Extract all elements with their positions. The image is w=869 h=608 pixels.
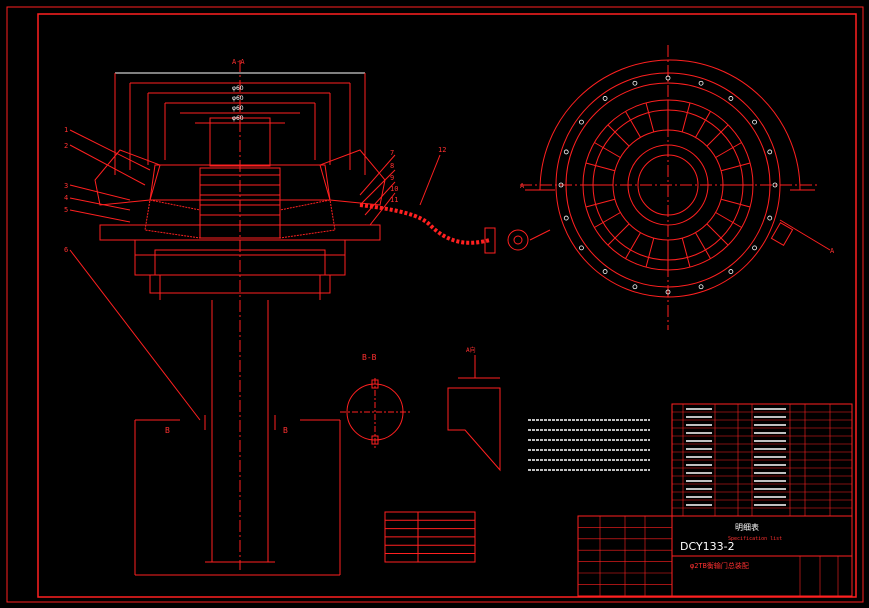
balloon-1: 1: [64, 126, 68, 134]
section-aa-label: A-A: [232, 58, 245, 66]
balloon-4: 4: [64, 194, 68, 202]
section-mark-b-right: B: [283, 426, 288, 435]
spoke-line: [715, 142, 742, 158]
bolt-hole: [602, 96, 608, 101]
balloon-12: 12: [438, 146, 446, 154]
drawing-title: φ2TB衡输门总装配: [690, 561, 749, 570]
dim-label-2: φ60: [232, 95, 244, 102]
spoke-line: [645, 237, 655, 268]
bolt-hole: [767, 149, 773, 155]
technical-notes: [528, 419, 650, 471]
bolt-hole: [665, 289, 671, 295]
balloon-11: 11: [390, 196, 398, 204]
spoke-line: [585, 198, 616, 208]
bolt-hole: [579, 119, 584, 125]
bolt-hole: [752, 119, 757, 125]
section-mark-a-left: A: [520, 182, 525, 190]
bom-title: 明细表: [735, 522, 759, 532]
balloon-2: 2: [64, 142, 68, 150]
spoke-line: [681, 237, 691, 268]
spoke-line: [594, 142, 621, 158]
balloon-8: 8: [390, 162, 394, 170]
section-mark-b-left: B: [165, 426, 170, 435]
drawing-number: DCY133-2: [680, 540, 735, 553]
bolt-hole: [728, 269, 734, 274]
bolt-hole: [752, 245, 757, 251]
balloon-3: 3: [64, 182, 68, 190]
main-section-view: [69, 60, 551, 576]
bolt-hole: [602, 269, 608, 274]
balloon-7: 7: [390, 149, 394, 157]
spoke-line: [695, 111, 711, 138]
spoke-line: [594, 212, 621, 228]
balloon-5: 5: [64, 206, 68, 214]
bolt-hole: [767, 215, 773, 221]
spoke-line: [625, 111, 641, 138]
spoke-line: [715, 212, 742, 228]
spoke-line: [681, 102, 691, 133]
plan-view: [520, 45, 831, 330]
bolt-hole: [579, 245, 584, 251]
spoke-line: [645, 102, 655, 133]
title-block: [577, 515, 853, 597]
sheet-inner-border: [37, 13, 857, 598]
bolt-hole: [632, 80, 638, 86]
plan-view-spokes: [583, 100, 753, 270]
bolt-hole: [558, 182, 564, 188]
dim-label-1: φ60: [232, 85, 244, 92]
balloon-6: 6: [64, 246, 68, 254]
sheet-outer-border: [6, 6, 864, 603]
bolt-hole: [698, 80, 704, 86]
parameter-table: [384, 511, 476, 563]
spoke-line: [720, 162, 751, 172]
spoke-line: [720, 198, 751, 208]
bom-subtitle: Specification list: [728, 536, 782, 542]
section-bb-title: B-B: [362, 353, 377, 362]
view-direction-label: A向: [466, 346, 476, 354]
spoke-line: [706, 223, 729, 246]
dim-label-3: φ60: [232, 105, 244, 112]
spoke-line: [625, 232, 641, 259]
bolt-hole: [665, 75, 671, 81]
section-mark-a-right: A: [830, 247, 835, 255]
hopper-detail-view: [447, 355, 501, 472]
bill-of-materials-table: [671, 403, 853, 517]
bolt-hole: [563, 215, 569, 221]
bolt-hole: [632, 284, 638, 290]
dim-label-4: φ60: [232, 115, 244, 122]
main-view-labels: A-A φ60 φ60 φ60 φ60 1 2 3 4 5 6 7 8 9 10…: [64, 58, 446, 435]
spoke-line: [585, 162, 616, 172]
bolt-hole: [728, 96, 734, 101]
bolt-hole: [563, 149, 569, 155]
bolt-hole: [698, 284, 704, 290]
spoke-line: [695, 232, 711, 259]
spoke-line: [607, 124, 630, 147]
plan-view-bolt-circle: [558, 75, 778, 295]
balloon-9: 9: [390, 174, 394, 182]
spoke-line: [706, 124, 729, 147]
bolt-hole: [772, 182, 778, 188]
section-bb-view: [340, 378, 410, 448]
balloon-10: 10: [390, 185, 398, 193]
spoke-line: [607, 223, 630, 246]
